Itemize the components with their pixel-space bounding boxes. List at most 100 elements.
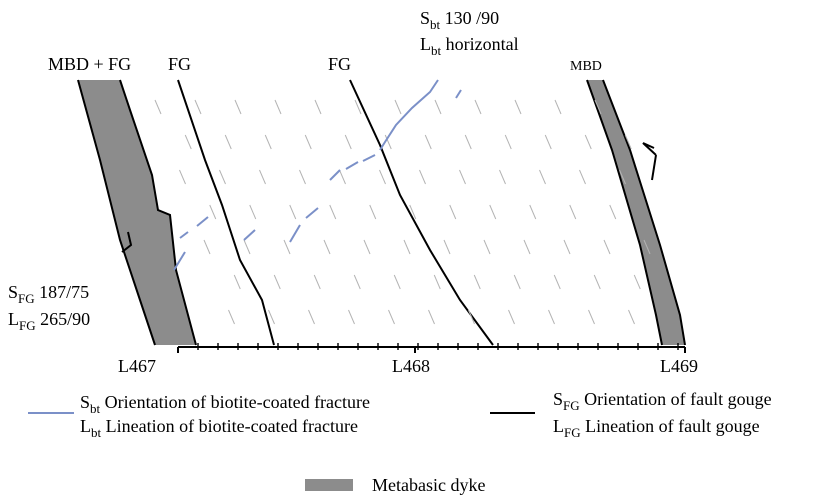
foliation-dash (409, 204, 417, 220)
foliation-dash (393, 274, 401, 290)
foliation-dash (593, 274, 601, 290)
foliation-dash (504, 134, 512, 150)
fg-note-l-value: 265/90 (36, 309, 91, 329)
foliation-dash (474, 99, 482, 115)
dyke-boundaries (77, 79, 686, 346)
fault-gouge-orientation-note: SFG 187/75 LFG 265/90 (8, 282, 90, 333)
foliation-dash (428, 309, 435, 325)
foliation-dash (508, 309, 515, 325)
foliation-dash (369, 204, 377, 220)
foliation-dash (273, 274, 281, 290)
foliation-dash (308, 309, 315, 325)
foliation-dash (459, 169, 466, 185)
foliation-dash (473, 274, 481, 290)
fg-note-l-letter: L (8, 309, 19, 329)
foliation-dash (499, 169, 506, 185)
foliation-dash (234, 99, 242, 115)
foliation-dash (354, 99, 362, 115)
foliation-dash (329, 204, 337, 220)
foliation-dash (379, 169, 386, 185)
shear-arrow-left (121, 231, 133, 253)
label-mbd: MBD (570, 59, 602, 74)
foliation-dash (313, 274, 321, 290)
foliation-dash (243, 239, 251, 255)
biotite-fracture-trace (173, 79, 462, 271)
foliation-dash (179, 169, 186, 185)
fault-gouge-line-1 (177, 79, 275, 346)
foliation-dash (388, 309, 395, 325)
foliation-dash (588, 309, 595, 325)
foliation-dash (563, 239, 571, 255)
legend-fault-s: SFG Orientation of fault gouge (553, 389, 772, 413)
svg-text:Sbt 130 /90: Sbt 130 /90 (420, 8, 499, 32)
legend-dyke-label: Metabasic dyke (372, 475, 485, 495)
foliation-dash (344, 134, 352, 150)
foliation-dash (513, 274, 521, 290)
note-l-value: horizontal (441, 34, 518, 54)
foliation-dash (464, 134, 472, 150)
foliation-dash (314, 99, 322, 115)
foliation-dash (268, 309, 275, 325)
foliation-dash (209, 204, 217, 220)
foliation-dash (548, 309, 555, 325)
tick-label-l467: L467 (118, 356, 156, 376)
tick-label-l468: L468 (392, 356, 430, 376)
foliation-dash (264, 134, 272, 150)
foliation-dash (579, 169, 586, 185)
legend: Sbt Orientation of biotite-coated fractu… (28, 389, 772, 495)
foliation-dash (154, 99, 162, 115)
biotite-orientation-note: Sbt 130 /90 Lbt horizontal (420, 8, 519, 58)
legend-fault-l: LFG Lineation of fault gouge (553, 416, 760, 440)
foliation-dash (449, 204, 457, 220)
svg-text:Lbt horizontal: Lbt horizontal (420, 34, 519, 58)
foliation-dash (363, 239, 371, 255)
foliation-dash (184, 134, 192, 150)
foliation-dash (339, 169, 346, 185)
shear-arrow-right (642, 142, 657, 181)
label-fg-1: FG (168, 54, 191, 74)
foliation-dash (219, 169, 226, 185)
dyke-band-left (78, 80, 196, 345)
foliation-marks (154, 99, 651, 325)
foliation-dash (483, 239, 491, 255)
foliation-dash (624, 134, 632, 150)
foliation-dash (489, 204, 497, 220)
foliation-dash (283, 239, 291, 255)
foliation-dash (523, 239, 531, 255)
foliation-dash (619, 169, 626, 185)
foliation-dash (353, 274, 361, 290)
note-s-value: 130 /90 (440, 8, 499, 28)
label-mbd-fg: MBD + FG (48, 54, 131, 74)
foliation-dash (289, 204, 297, 220)
note-s-sub: bt (430, 17, 441, 32)
foliation-dash (554, 99, 562, 115)
foliation-dash (584, 134, 592, 150)
tick-label-l469: L469 (660, 356, 698, 376)
foliation-dash (249, 204, 257, 220)
label-fg-2: FG (328, 54, 351, 74)
foliation-dash (443, 239, 451, 255)
note-l-letter: L (420, 34, 431, 54)
fg-note-s-sub: FG (18, 291, 35, 306)
note-s-letter: S (420, 8, 430, 28)
foliation-dash (419, 169, 426, 185)
foliation-dash (434, 99, 442, 115)
foliation-dash (348, 309, 355, 325)
foliation-dash (633, 274, 641, 290)
foliation-dash (384, 134, 392, 150)
foliation-dash (424, 134, 432, 150)
fault-gouge-lines (177, 79, 494, 346)
svg-text:SFG 187/75: SFG 187/75 (8, 282, 89, 306)
foliation-dash (194, 99, 202, 115)
svg-text:LFG 265/90: LFG 265/90 (8, 309, 90, 333)
foliation-dash (603, 239, 611, 255)
foliation-dash (323, 239, 331, 255)
legend-dyke-swatch (305, 479, 353, 491)
foliation-dash (433, 274, 441, 290)
fg-note-s-value: 187/75 (35, 282, 90, 302)
legend-biotite-s: Sbt Orientation of biotite-coated fractu… (80, 392, 370, 416)
foliation-dash (544, 134, 552, 150)
foliation-dash (224, 134, 232, 150)
foliation-dash (299, 169, 306, 185)
